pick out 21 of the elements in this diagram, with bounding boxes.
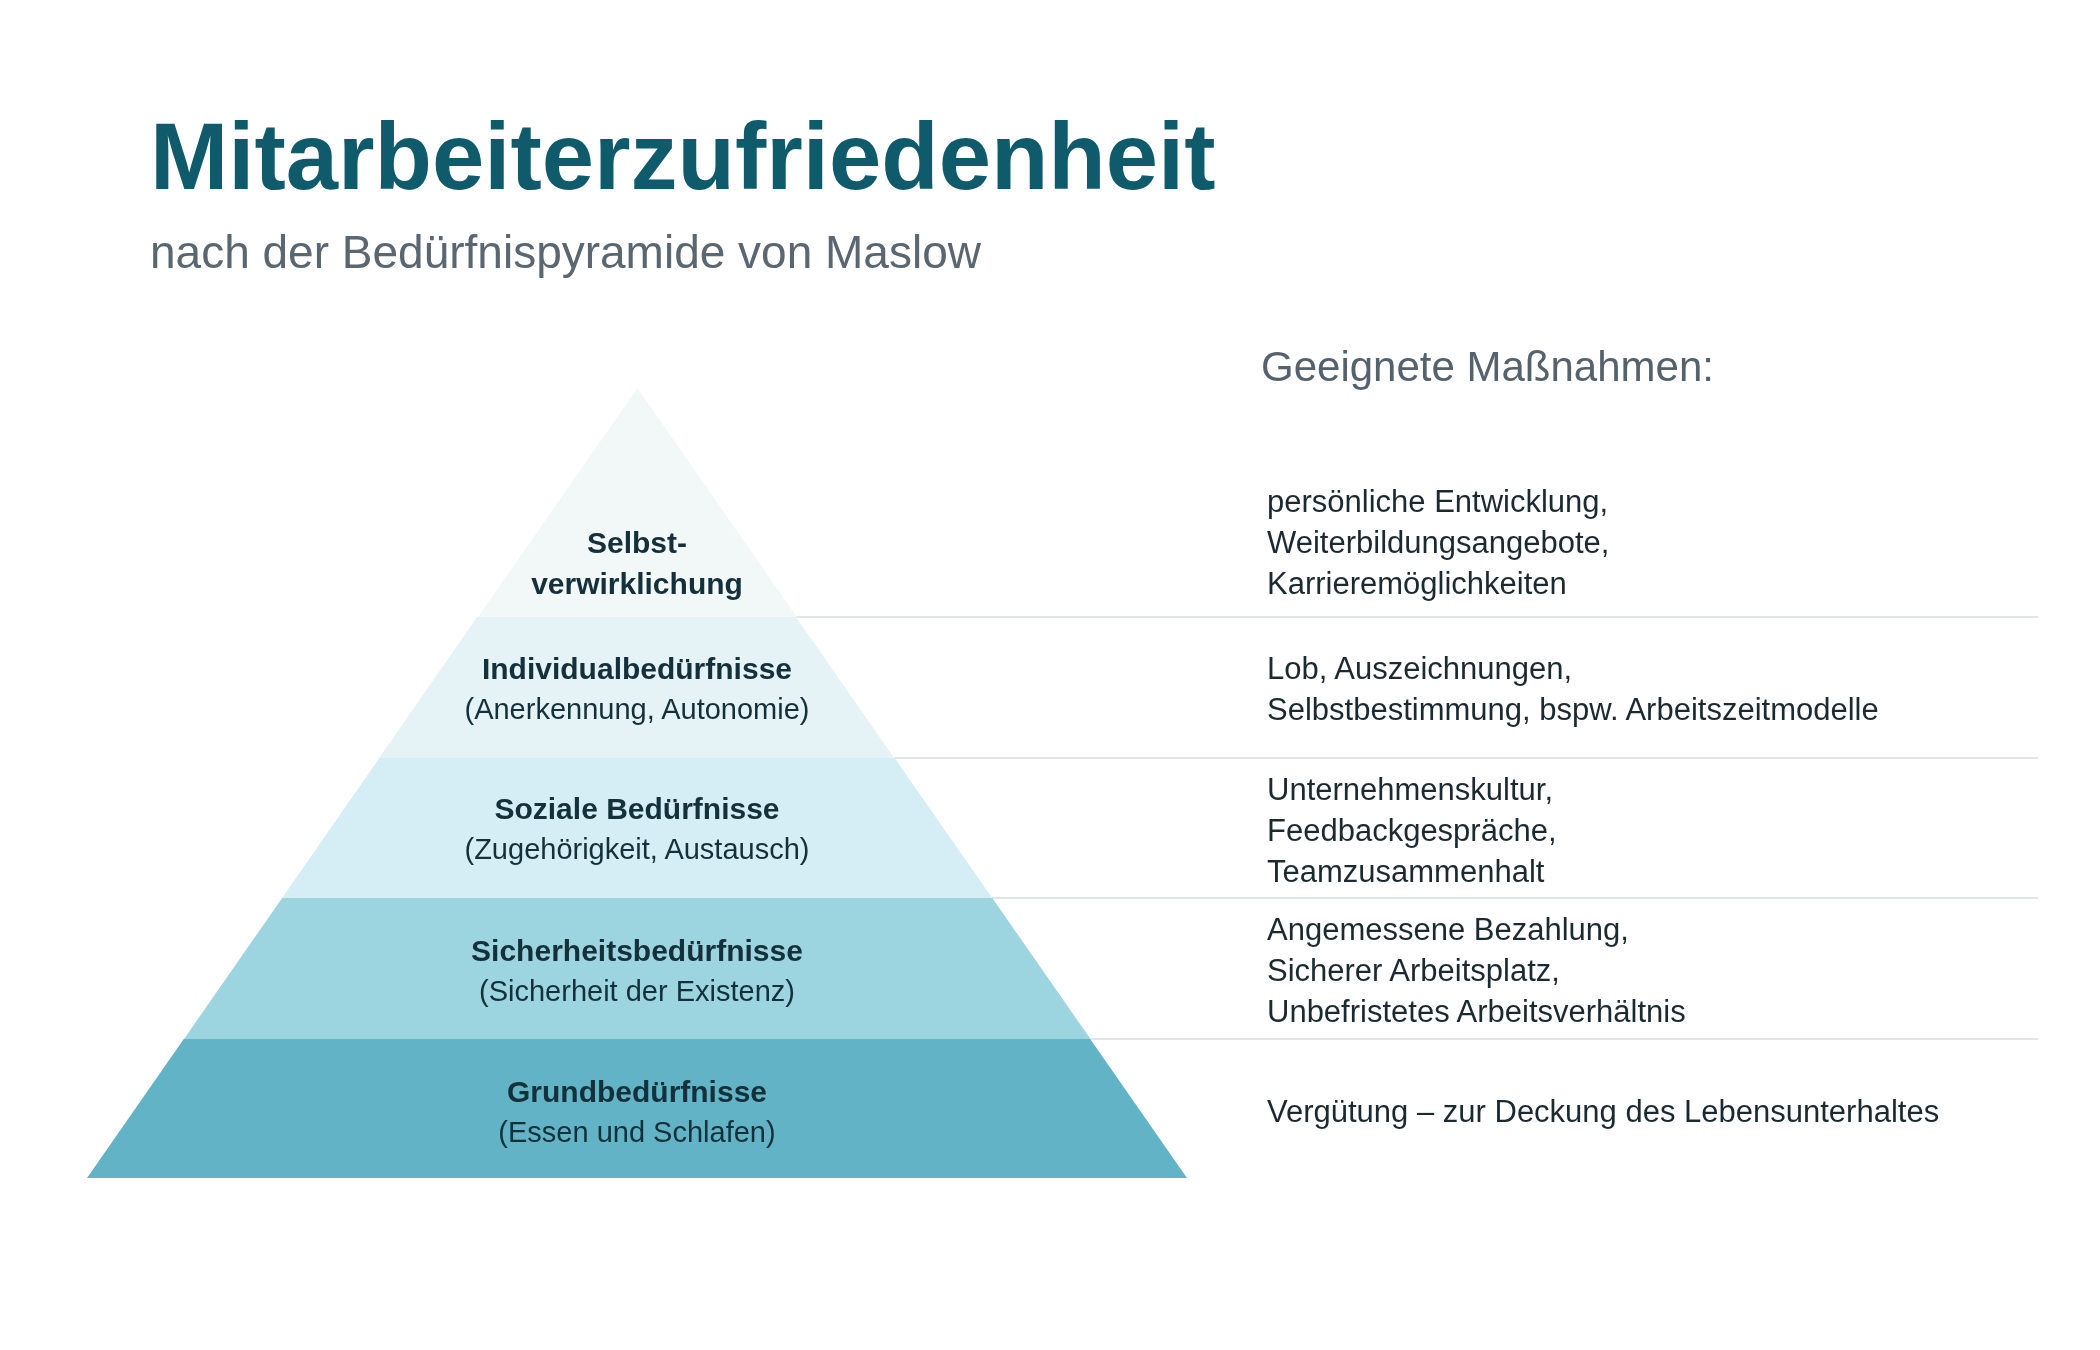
level-title: Selbst- verwirklichung [531, 525, 743, 602]
level-title: Sicherheitsbedürfnisse [471, 933, 803, 969]
measure-text: Vergütung – zur Deckung des Lebensunterhaltes [1267, 1092, 1940, 1131]
measure-text: Angemessene Bezahlung, Sicherer Arbeitsplatz, Unbefristetes Arbeitsverhältnis [1267, 910, 1686, 1031]
level-title: Grundbedürfnisse [507, 1074, 767, 1110]
column-heading: Geeignete Maßnahmen: [1261, 346, 1714, 388]
measure-text: Lob, Auszeichnungen, Selbstbestimmung, bspw. Arbeitszeitmodelle [1267, 650, 1879, 729]
level-description: (Zugehörigkeit, Austausch) [464, 832, 810, 867]
pyramid-level [379, 617, 895, 758]
measure-text: Unternehmenskultur, Feedbackgespräche, Teamzusammenhalt [1267, 770, 1557, 891]
measure-text: persönliche Entwicklung, Weiterbildungsangebote, Karrieremöglichkeiten [1267, 482, 1610, 603]
pyramid-level [477, 388, 797, 617]
pyramid-level [87, 1039, 1187, 1178]
pyramid-level [183, 898, 1091, 1039]
level-title: Individualbedürfnisse [481, 651, 792, 687]
pyramid-level [281, 758, 993, 898]
level-title: Soziale Bedürfnisse [494, 791, 780, 827]
title: Mitarbeiterzufriedenheit [150, 110, 1216, 204]
level-description: (Anerkennung, Autonomie) [464, 692, 810, 727]
level-description: (Sicherheit der Existenz) [479, 974, 795, 1009]
level-description: (Essen und Schlafen) [498, 1115, 776, 1150]
